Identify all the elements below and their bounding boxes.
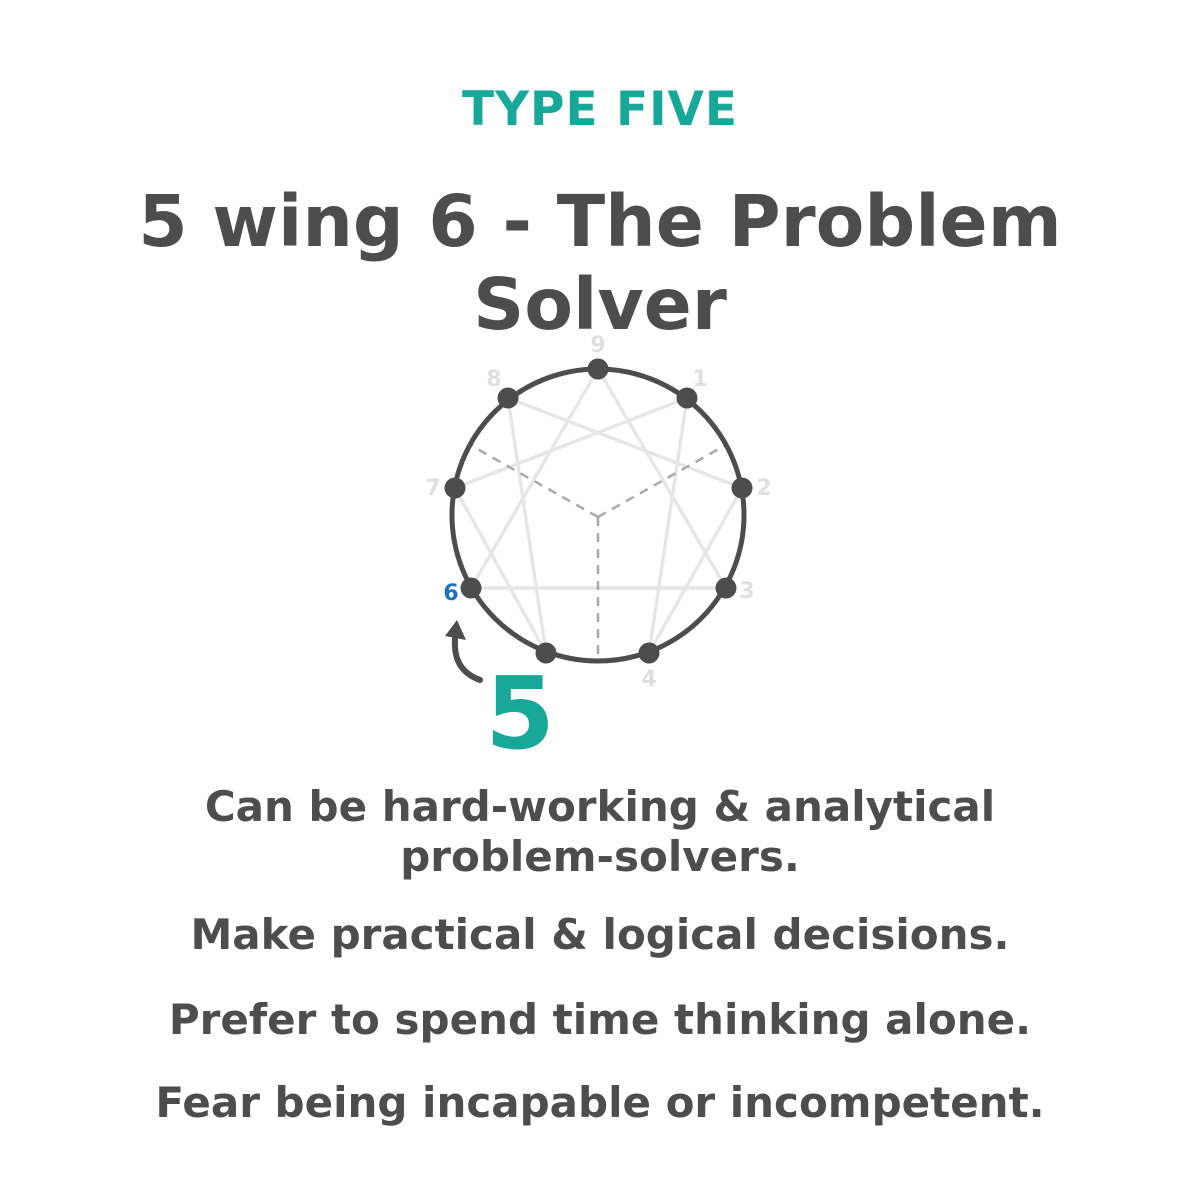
label-2: 2 — [756, 476, 771, 501]
core-type-number: 5 — [485, 655, 555, 772]
page-title: 5 wing 6 - The Problem Solver — [138, 180, 1062, 346]
wing-arrow-icon — [445, 620, 483, 683]
point-dots — [444, 358, 753, 664]
label-3: 3 — [739, 579, 754, 604]
trait-3: Prefer to spend time thinking alone. — [168, 995, 1032, 1044]
label-7: 7 — [425, 476, 440, 501]
label-8: 8 — [486, 367, 501, 392]
trait-2: Make practical & logical decisions. — [190, 910, 1010, 959]
label-4: 4 — [641, 667, 656, 692]
trait-1: Can be hard-working & analytical problem… — [0, 782, 1200, 882]
trait-1-line-a: Can be hard-working & analytical — [204, 782, 996, 831]
type-label: TYPE FIVE — [461, 82, 739, 137]
wing-label-6: 6 — [443, 581, 458, 606]
label-9: 9 — [590, 333, 605, 358]
label-1: 1 — [692, 367, 707, 392]
trait-4: Fear being incapable or incompetent. — [155, 1078, 1045, 1127]
point-labels: 9 1 2 3 4 7 8 — [425, 333, 771, 692]
dashed-center-lines — [471, 444, 725, 660]
trait-1-line-b: problem-solvers. — [400, 832, 800, 881]
